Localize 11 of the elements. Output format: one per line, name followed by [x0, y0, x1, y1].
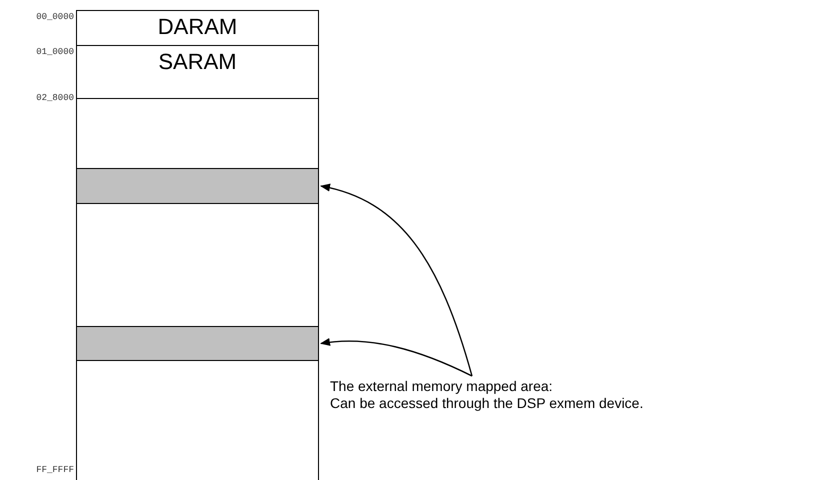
mapped-region — [77, 326, 318, 361]
arrow — [320, 184, 473, 376]
memory-region: SARAM — [77, 46, 318, 99]
memory-region: DARAM — [77, 11, 318, 46]
address-label: FF_FFFF — [36, 465, 74, 475]
address-label: 01_0000 — [36, 47, 74, 57]
mapped-region — [77, 168, 318, 204]
arrow — [320, 338, 472, 377]
address-label: 02_8000 — [36, 93, 74, 103]
address-label: 00_0000 — [36, 12, 74, 22]
annotation-text: The external memory mapped area: Can be accessed through the DSP exmem device. — [330, 378, 644, 412]
